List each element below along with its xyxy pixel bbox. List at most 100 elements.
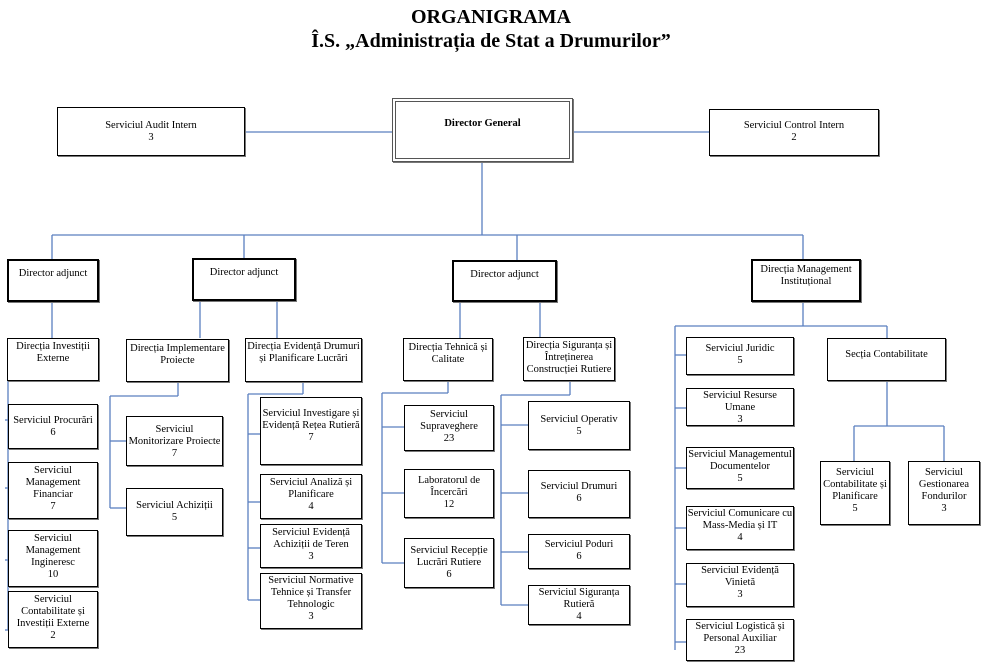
unit-name: Serviciul Juridic xyxy=(705,343,775,354)
unit-name: Serviciul Monitorizare Proiecte xyxy=(128,424,221,447)
unit-count: 6 xyxy=(576,551,582,562)
direction-siguranta-intretinere: Direcția Siguranța și Întreținerea Const… xyxy=(523,337,615,381)
unit-name: Serviciul Analiză și Planificare xyxy=(269,477,353,500)
unit-name: Serviciul Recepție Lucrări Rutiere xyxy=(410,545,488,568)
unit-comunicare-mass-media: Serviciul Comunicare cu Mass-Media și IT… xyxy=(686,506,794,550)
unit-contabilitate-investitii: Serviciul Contabilitate și Investiții Ex… xyxy=(8,591,98,648)
unit-name: Serviciul Investigare și Evidență Rețea … xyxy=(262,408,360,431)
unit-name: Serviciul Supraveghere xyxy=(420,409,478,432)
sectie-contabilitate: Secția Contabilitate xyxy=(827,338,946,381)
unit-name: Serviciul Normative Tehnice și Transfer … xyxy=(268,575,354,610)
unit-count: 5 xyxy=(737,355,743,366)
chart-title: ORGANIGRAMA xyxy=(411,6,571,28)
unit-count: 2 xyxy=(50,630,56,641)
unit-count: 6 xyxy=(50,427,56,438)
direction-management-institutional: Direcția Management Instituțional xyxy=(751,259,861,302)
unit-name: Laboratorul de Încercări xyxy=(417,475,481,498)
deputy-label: Direcția Management Instituțional xyxy=(760,264,852,287)
unit-normative-tehnice: Serviciul Normative Tehnice și Transfer … xyxy=(260,573,362,629)
unit-name: Serviciul Contabilitate și Planificare xyxy=(823,467,887,502)
unit-investigare-retea: Serviciul Investigare și Evidență Rețea … xyxy=(260,397,362,465)
unit-name: Serviciul Managementul Documentelor xyxy=(688,449,792,472)
unit-name: Serviciul Siguranța Rutieră xyxy=(538,587,620,610)
director-general-box: Director General xyxy=(392,98,573,162)
deputy-director-2: Director adjunct xyxy=(192,258,296,301)
unit-name: Serviciul Logistică și Personal Auxiliar xyxy=(695,621,785,644)
direction-name: Secția Contabilitate xyxy=(845,349,928,360)
direction-evidenta-drumuri: Direcția Evidență Drumuri și Planificare… xyxy=(245,338,362,382)
unit-count: 5 xyxy=(852,503,858,514)
direction-investitii-externe: Direcția Investiții Externe xyxy=(7,338,99,381)
deputy-director-3: Director adjunct xyxy=(452,260,557,302)
unit-count: 3 xyxy=(737,414,743,425)
unit-name: Serviciul Management Financiar xyxy=(25,465,81,500)
unit-name: Serviciul Evidență Achiziții de Teren xyxy=(272,527,350,550)
unit-count: 3 xyxy=(737,589,743,600)
direction-name: Direcția Investiții Externe xyxy=(16,341,90,364)
unit-count: 2 xyxy=(791,132,797,143)
deputy-label: Director adjunct xyxy=(470,269,539,280)
unit-count: 12 xyxy=(443,499,455,510)
unit-name: Serviciul Achiziții xyxy=(136,500,213,511)
unit-name: Serviciul Control Intern xyxy=(743,120,845,131)
unit-name: Serviciul Contabilitate și Investiții Ex… xyxy=(16,594,90,629)
unit-count: 4 xyxy=(576,611,582,622)
unit-count: 4 xyxy=(308,501,314,512)
unit-count: 4 xyxy=(737,532,743,543)
unit-name: Serviciul Management Ingineresc xyxy=(25,533,81,568)
unit-count: 10 xyxy=(47,569,59,580)
unit-name: Serviciul Operativ xyxy=(540,414,618,425)
unit-name: Serviciul Audit Intern xyxy=(105,120,197,131)
unit-count: 23 xyxy=(443,433,455,444)
unit-count: 5 xyxy=(171,512,178,523)
director-general-label: Director General xyxy=(444,118,521,129)
unit-count: 7 xyxy=(308,432,314,443)
unit-count: 6 xyxy=(576,493,582,504)
unit-count: 3 xyxy=(308,611,314,622)
unit-count: 6 xyxy=(446,569,452,580)
unit-name: Serviciul Comunicare cu Mass-Media și IT xyxy=(687,508,793,531)
audit-box: Serviciul Audit Intern 3 xyxy=(57,107,245,156)
unit-count: 7 xyxy=(50,501,56,512)
direction-tehnica-calitate: Direcția Tehnică și Calitate xyxy=(403,338,493,381)
unit-logistica: Serviciul Logistică și Personal Auxiliar… xyxy=(686,619,794,661)
unit-name: Serviciul Procurări xyxy=(13,415,93,426)
direction-name: Direcția Evidență Drumuri și Planificare… xyxy=(247,341,360,364)
unit-count: 3 xyxy=(308,551,314,562)
deputy-label: Director adjunct xyxy=(18,268,88,279)
direction-name: Direcția Siguranța și Întreținerea Const… xyxy=(525,340,613,375)
unit-count: 5 xyxy=(576,426,582,437)
deputy-director-1: Director adjunct xyxy=(7,259,99,302)
unit-name: Serviciul Resurse Umane xyxy=(703,390,777,413)
deputy-label: Director adjunct xyxy=(209,267,279,278)
unit-count: 3 xyxy=(148,132,154,143)
unit-name: Serviciul Gestionarea Fondurilor xyxy=(918,467,970,502)
unit-name: Serviciul Drumuri xyxy=(540,481,618,492)
chart-subtitle: Î.S. „Administrația de Stat a Drumurilor… xyxy=(311,30,671,52)
unit-name: Serviciul Poduri xyxy=(544,539,614,550)
unit-count: 7 xyxy=(171,448,178,459)
unit-count: 3 xyxy=(941,503,947,514)
unit-count: 23 xyxy=(734,645,746,656)
unit-name: Serviciul Evidență Vinietă xyxy=(701,565,779,588)
direction-name: Direcția Tehnică și Calitate xyxy=(408,342,488,365)
direction-implementare-proiecte: Direcția Implementare Proiecte xyxy=(126,339,229,382)
direction-name: Direcția Implementare Proiecte xyxy=(130,343,225,366)
